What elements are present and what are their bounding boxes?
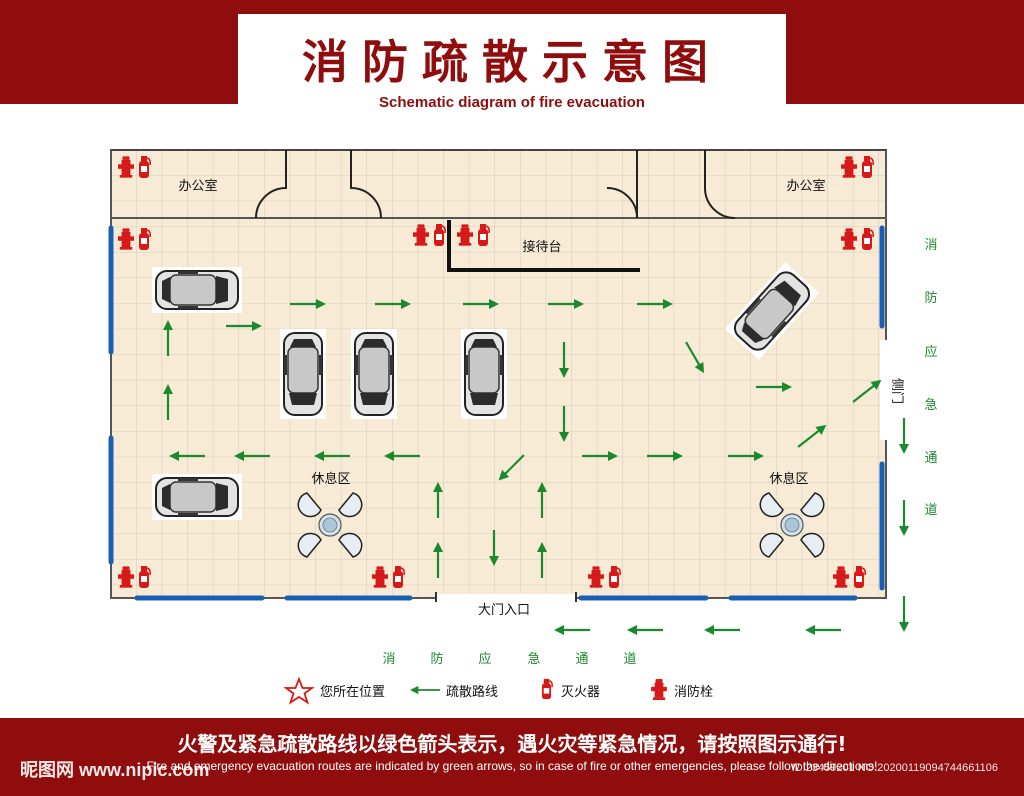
svg-text:道: 道 bbox=[924, 503, 937, 518]
legend-evac-route: 疏散路线 bbox=[446, 684, 498, 700]
watermark-right: ID:23459201 NO:20200119094744661106 bbox=[791, 762, 998, 774]
svg-text:消: 消 bbox=[924, 238, 937, 253]
svg-text:通: 通 bbox=[924, 451, 937, 466]
legend-extinguisher: 灭火器 bbox=[561, 685, 600, 700]
title-panel: 消防疏散示意图 Schematic diagram of fire evacua… bbox=[238, 14, 786, 111]
floor-plan: 办公室 办公室 接待台 休息区 休息区 大门入口 侧门 消 防 应 急 通 道 … bbox=[108, 149, 938, 705]
reception-label: 接待台 bbox=[522, 239, 561, 255]
lounge-right-label: 休息区 bbox=[769, 471, 808, 487]
svg-text:道: 道 bbox=[623, 652, 636, 667]
arrow-down-icon bbox=[898, 418, 910, 454]
office-right-label: 办公室 bbox=[786, 178, 825, 194]
svg-text:消: 消 bbox=[382, 652, 395, 667]
arrow-left-icon bbox=[554, 624, 590, 636]
legend: 您所在位置 疏散路线 灭火器 消防栓 bbox=[283, 676, 713, 705]
footer-notice-en: Fire and emergency evacuation routes are… bbox=[146, 759, 878, 773]
car-icon bbox=[351, 329, 397, 419]
arrow-left-icon bbox=[805, 624, 841, 636]
lounge-left-label: 休息区 bbox=[311, 471, 350, 487]
legend-hydrant: 消防栓 bbox=[674, 684, 713, 700]
svg-text:急: 急 bbox=[924, 398, 937, 413]
watermark-left: 昵图网 www.nipic.com bbox=[20, 760, 210, 780]
svg-text:应: 应 bbox=[924, 344, 937, 360]
car-icon bbox=[152, 267, 242, 313]
arrow-left-icon bbox=[627, 624, 663, 636]
car-icon bbox=[461, 329, 507, 419]
hydrant-icon bbox=[651, 679, 667, 700]
windows bbox=[108, 225, 885, 601]
main-entrance-label: 大门入口 bbox=[478, 603, 530, 618]
office-doors bbox=[255, 150, 736, 219]
svg-text:应: 应 bbox=[478, 651, 491, 667]
footer-band bbox=[0, 718, 1024, 796]
legend-you-are-here: 您所在位置 bbox=[320, 684, 385, 700]
reception-counter bbox=[447, 220, 640, 272]
side-door-label: 侧门 bbox=[889, 378, 904, 404]
main-entrance-gap bbox=[436, 594, 576, 604]
svg-text:通: 通 bbox=[575, 652, 588, 667]
emergency-passage-horizontal: 消 防 应 急 通 道 bbox=[382, 651, 636, 667]
emergency-passage-vertical: 消 防 应 急 通 道 bbox=[924, 238, 937, 518]
arrow-down-icon bbox=[898, 596, 910, 632]
star-icon bbox=[283, 676, 315, 705]
arrow-left-icon bbox=[704, 624, 740, 636]
page-subtitle: Schematic diagram of fire evacuation bbox=[379, 94, 645, 111]
side-door-opening bbox=[880, 340, 892, 440]
office-left-label: 办公室 bbox=[178, 178, 217, 194]
page-title: 消防疏散示意图 bbox=[302, 35, 722, 89]
arrow-down-icon bbox=[898, 500, 910, 536]
svg-text:防: 防 bbox=[924, 290, 937, 306]
svg-text:防: 防 bbox=[430, 651, 443, 667]
footer-notice-cn: 火警及紧急疏散路线以绿色箭头表示，遇火灾等紧急情况，请按照图示通行! bbox=[177, 732, 847, 756]
car-icon bbox=[280, 329, 326, 419]
arrow-left-icon bbox=[410, 685, 440, 695]
car-icon bbox=[152, 474, 242, 520]
svg-text:急: 急 bbox=[527, 652, 540, 667]
extinguisher-icon bbox=[541, 678, 553, 700]
